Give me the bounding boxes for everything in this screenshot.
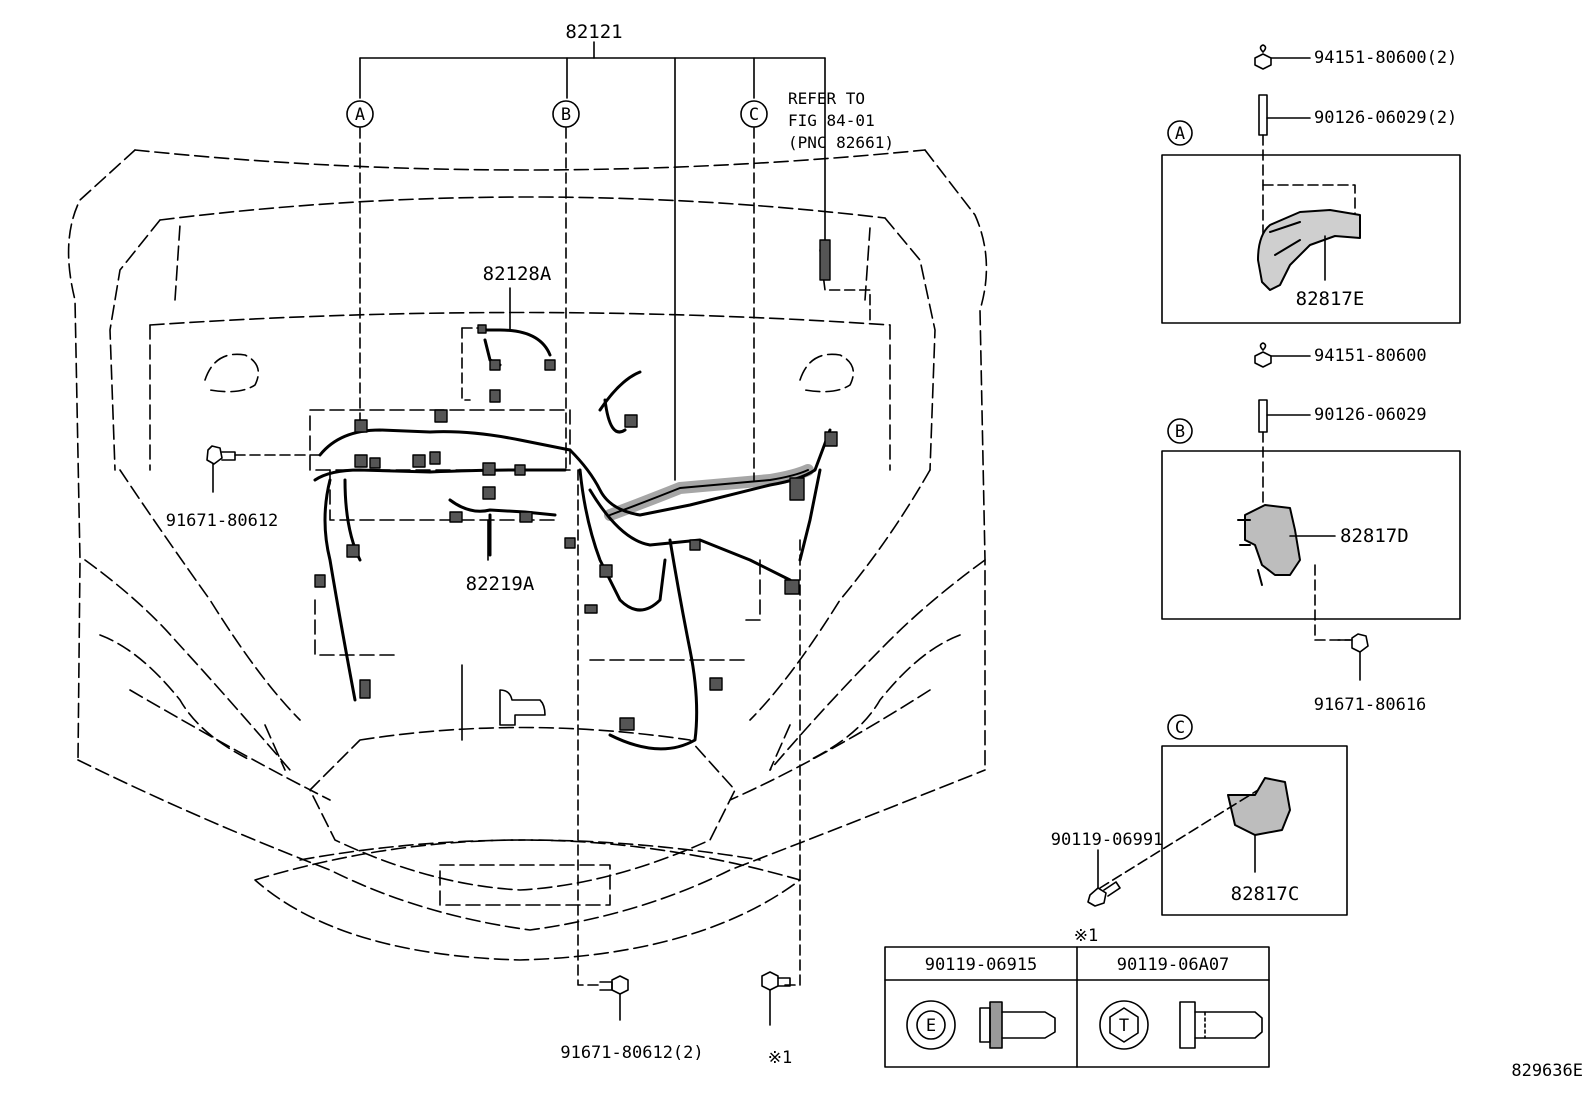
- part-detail-b-nut[interactable]: 94151-80600: [1314, 346, 1427, 366]
- detail-a-fasteners: [1254, 44, 1356, 246]
- detail-a-callout-circle: [1167, 120, 1193, 146]
- detail-c-box: [1161, 745, 1348, 916]
- part-82219a[interactable]: 82219A: [466, 573, 535, 595]
- detail-c-bracket: [1227, 777, 1291, 836]
- callout-a-label: A: [355, 105, 365, 125]
- detail-c-callout: C: [1175, 718, 1185, 738]
- detail-a-bracket: [1257, 209, 1361, 291]
- detail-c-bolt-shape: [1087, 849, 1121, 907]
- figure-id: 829636E: [1511, 1061, 1583, 1081]
- bottom-note-mark: ※1: [768, 1048, 792, 1068]
- part-detail-c-bolt[interactable]: 90119-06991: [1051, 830, 1164, 850]
- callout-c-circle: [740, 100, 768, 128]
- detail-b-callout-circle: [1167, 418, 1193, 444]
- bottom-bolt-shape: [599, 975, 629, 1021]
- part-detail-a-stud[interactable]: 90126-06029(2): [1314, 108, 1457, 128]
- bottom-note-bolt-shape: [761, 971, 791, 1026]
- harness-sleeve: [604, 464, 814, 521]
- vehicle-front-outline: [67, 149, 988, 961]
- refer-note-line3: (PNC 82661): [788, 133, 894, 152]
- part-82817e[interactable]: 82817E: [1296, 288, 1365, 310]
- callout-a-circle: [346, 100, 374, 128]
- detail-b-box: [1161, 450, 1461, 620]
- detail-a-box: [1161, 154, 1461, 324]
- main-part-number[interactable]: 82121: [565, 21, 622, 43]
- part-82817c[interactable]: 82817C: [1231, 883, 1300, 905]
- harness-sleeve-edge: [609, 469, 809, 516]
- bolt-t-drawing: [1099, 1000, 1263, 1050]
- callout-c-label: C: [749, 105, 759, 125]
- callout-b-label: B: [561, 105, 571, 125]
- detail-c-bolt-line: [1099, 789, 1259, 889]
- detail-b-bracket: [1237, 504, 1301, 586]
- callout-b-circle: [552, 100, 580, 128]
- part-detail-a-nut[interactable]: 94151-80600(2): [1314, 48, 1457, 68]
- detail-c-callout-circle: [1167, 714, 1193, 740]
- box-82128a: [461, 327, 471, 401]
- refer-note-line1: REFER TO: [788, 89, 865, 108]
- harness-connectors: [314, 239, 838, 731]
- detail-b-fasteners: [1254, 342, 1369, 681]
- part-82128a[interactable]: 82128A: [483, 263, 552, 285]
- left-bolt-shape: [206, 445, 236, 493]
- part-left-bolt[interactable]: 91671-80612: [166, 511, 279, 531]
- note-table-part-2[interactable]: 90119-06A07: [1117, 955, 1230, 975]
- part-82817d[interactable]: 82817D: [1340, 525, 1409, 547]
- refer-note-line2: FIG 84-01: [788, 111, 875, 130]
- engine-bay-detail: [499, 689, 546, 726]
- callout-drop-lines: [234, 127, 871, 986]
- detail-a-callout: A: [1175, 124, 1185, 144]
- bolt-head-mark-e: E: [926, 1016, 936, 1036]
- main-part-leader-lines: [359, 41, 826, 481]
- note-table-part-1[interactable]: 90119-06915: [925, 955, 1038, 975]
- part-bottom-bolt[interactable]: 91671-80612(2): [560, 1043, 703, 1063]
- detail-b-callout: B: [1175, 422, 1185, 442]
- note-table-mark: ※1: [1074, 926, 1098, 946]
- bolt-head-mark-t: T: [1119, 1016, 1129, 1036]
- bolt-e-drawing: [906, 1000, 1056, 1050]
- part-detail-b-bolt[interactable]: 91671-80616: [1314, 695, 1427, 715]
- part-detail-b-stud[interactable]: 90126-06029: [1314, 405, 1427, 425]
